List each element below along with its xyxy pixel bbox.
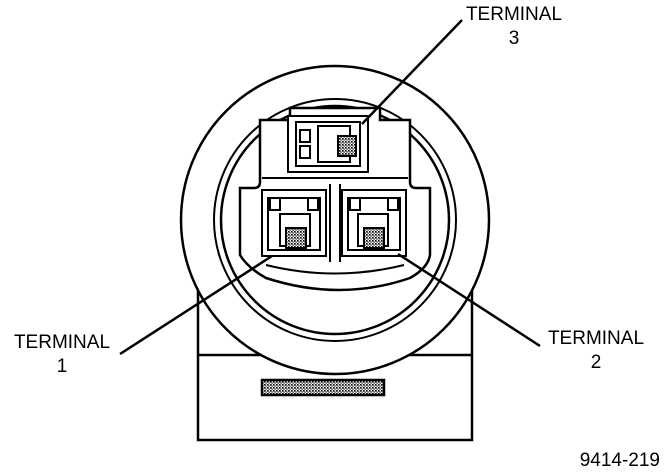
label-terminal-3-line2: 3 (509, 28, 520, 49)
leader-line-terminal-1 (119, 254, 273, 356)
locking-tab-slot (260, 378, 386, 397)
label-terminal-1-line1: TERMINAL (14, 332, 110, 353)
terminal-1-pin (285, 227, 307, 249)
terminal-1-cavity (261, 189, 327, 257)
leader-line-terminal-3 (361, 19, 463, 125)
terminal-2-pin (363, 227, 385, 249)
terminal-3-cavity (287, 115, 369, 173)
figure-id: 9414-219 (580, 450, 660, 471)
terminal-3-pin (337, 135, 357, 157)
leader-line-terminal-2 (397, 252, 541, 348)
label-terminal-3-line1: TERMINAL (466, 4, 562, 25)
label-terminal-1-line2: 1 (57, 356, 68, 377)
terminal-2-cavity (341, 189, 407, 257)
label-terminal-2-line2: 2 (591, 352, 602, 373)
label-terminal-2-line1: TERMINAL (548, 328, 644, 349)
